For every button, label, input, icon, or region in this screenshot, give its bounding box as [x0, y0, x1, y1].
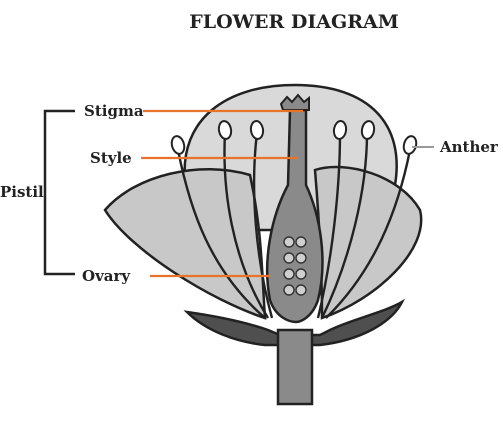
- anther-2: [217, 120, 233, 140]
- ovules: [283, 236, 307, 296]
- label-anther: Anther: [439, 138, 499, 156]
- stamen-filament: [252, 132, 274, 319]
- pistil: [265, 108, 324, 324]
- sepal: [183, 298, 406, 347]
- stamen-filament: [320, 132, 369, 319]
- anther-5: [360, 120, 376, 140]
- ovule: [283, 284, 295, 296]
- anther-1: [170, 135, 186, 155]
- stamen-filament: [223, 132, 270, 319]
- anther-4: [332, 120, 348, 140]
- anther-3: [249, 120, 265, 140]
- anther-6: [402, 135, 418, 155]
- stem: [276, 328, 314, 406]
- ovule: [283, 268, 295, 280]
- ovule: [295, 268, 307, 280]
- anthers: [170, 120, 418, 155]
- diagram-title: FLOWER DIAGRAM: [189, 11, 399, 33]
- label-pistil: Pistil: [0, 183, 44, 201]
- stamens: [176, 132, 412, 319]
- pistil-bracket: [43, 109, 75, 276]
- label-ovary: Ovary: [82, 267, 131, 285]
- petal-left: [103, 168, 267, 320]
- stamen-filament: [325, 149, 412, 319]
- ovule: [295, 236, 307, 248]
- label-stigma: Stigma: [84, 102, 144, 120]
- ovule: [295, 252, 307, 264]
- ovule: [283, 252, 295, 264]
- stamen-filament: [176, 149, 266, 319]
- ovule: [283, 236, 295, 248]
- ovule: [295, 284, 307, 296]
- label-style: Style: [90, 149, 132, 167]
- stamen-filament: [316, 132, 342, 319]
- leader-lines: [141, 109, 303, 278]
